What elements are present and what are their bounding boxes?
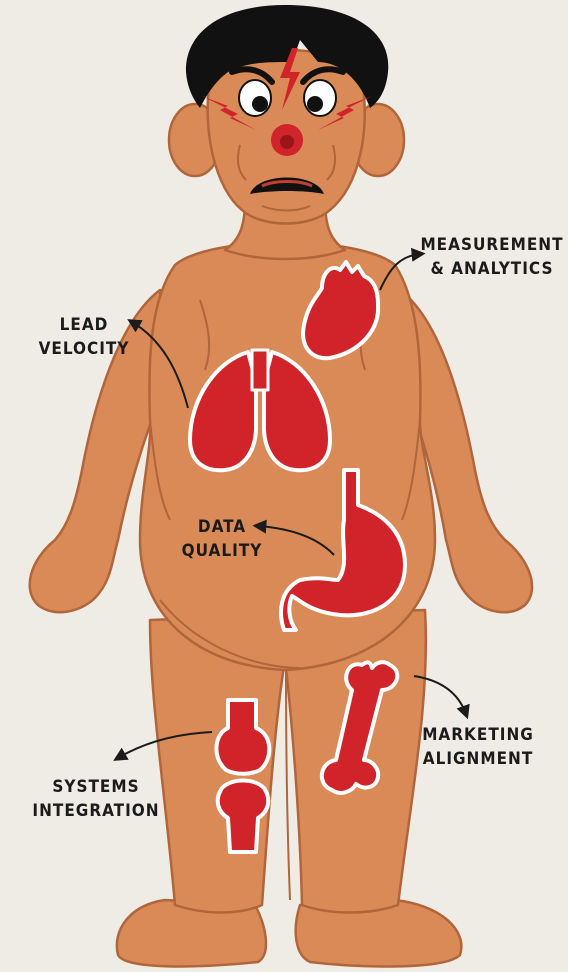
- label-systems-line1: SYSTEMS: [52, 777, 139, 797]
- label-data-line1: DATA: [198, 517, 246, 537]
- label-data-line2: QUALITY: [182, 541, 263, 561]
- label-lead-line1: LEAD: [60, 315, 109, 335]
- label-marketing-line2: ALIGNMENT: [423, 749, 534, 769]
- label-systems-line2: INTEGRATION: [32, 801, 159, 821]
- label-marketing-line1: MARKETING: [422, 725, 534, 745]
- label-measurement-line2: & ANALYTICS: [431, 259, 554, 279]
- label-lead-line2: VELOCITY: [39, 339, 130, 359]
- label-measurement-line1: MEASUREMENT: [420, 235, 563, 255]
